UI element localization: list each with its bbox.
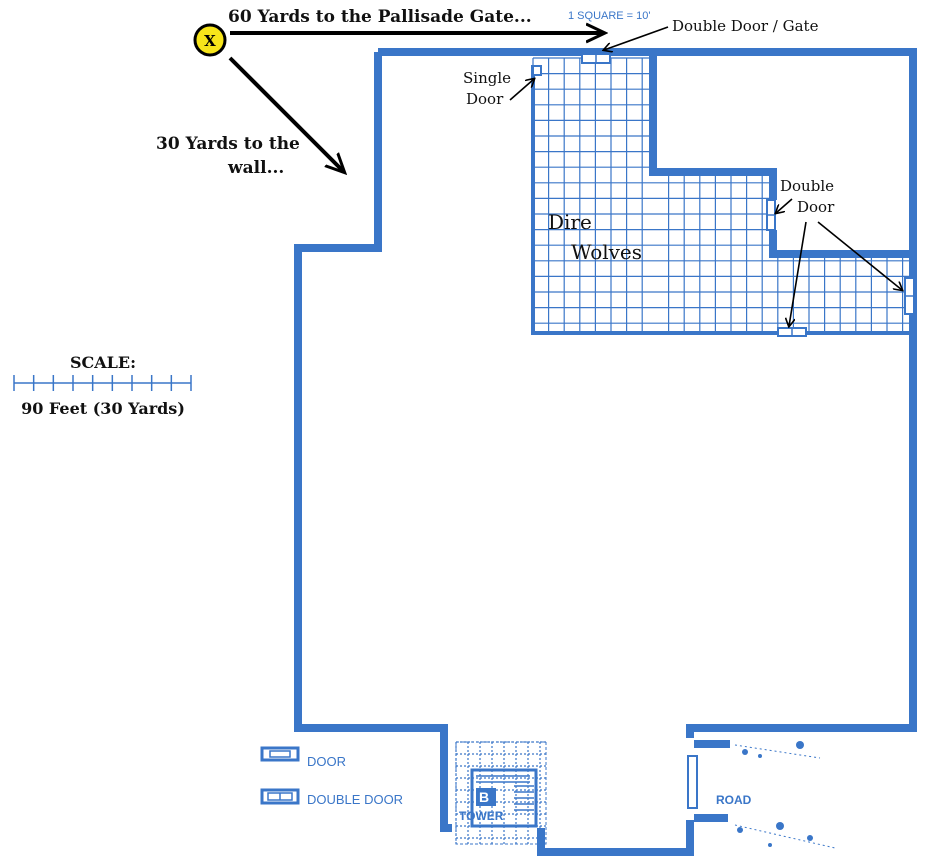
double-door-label-line1: Double bbox=[780, 177, 834, 195]
single-door-pointer bbox=[509, 79, 534, 101]
wall-distance-label-line2: wall... bbox=[227, 158, 284, 178]
room-wall-inner bbox=[649, 52, 777, 200]
room-wall-mid bbox=[769, 230, 913, 258]
outer-wall bbox=[294, 48, 917, 856]
dire-wolves-room-grid bbox=[532, 57, 909, 333]
legend-double-door-symbol bbox=[260, 788, 300, 805]
gate-distance-label: 60 Yards to the Pallisade Gate... bbox=[228, 7, 532, 27]
room-name-line1: Dire bbox=[548, 210, 592, 234]
position-marker-icon: X bbox=[193, 23, 227, 57]
tower-b bbox=[455, 741, 547, 845]
tower-label: TOWER bbox=[459, 809, 504, 823]
double-door-label-line2: Door bbox=[797, 198, 835, 216]
double-door-gate-pointer bbox=[604, 26, 669, 50]
wall-distance-arrow bbox=[228, 56, 344, 172]
double-door-pointer-outer bbox=[817, 221, 902, 290]
legend-double-door-label: DOUBLE DOOR bbox=[307, 792, 403, 807]
marker-letter: X bbox=[204, 32, 216, 50]
double-door-pointer-south bbox=[789, 221, 807, 326]
single-door-label-line1: Single bbox=[463, 69, 511, 87]
road-gate bbox=[687, 755, 698, 809]
road-label: ROAD bbox=[716, 793, 752, 807]
square-scale-note: 1 SQUARE = 10' bbox=[568, 10, 651, 22]
road-walls bbox=[694, 740, 730, 822]
wall-distance-label-line1: 30 Yards to the bbox=[156, 134, 300, 154]
single-door-label-line2: Door bbox=[466, 90, 504, 108]
legend-door-label: DOOR bbox=[307, 754, 346, 769]
scale-caption: 90 Feet (30 Yards) bbox=[21, 399, 185, 418]
road-shrubs bbox=[737, 741, 813, 847]
double-door-gate-label: Double Door / Gate bbox=[672, 17, 819, 35]
single-door bbox=[532, 65, 542, 76]
tower-letter: B bbox=[479, 789, 489, 805]
scale-title: SCALE: bbox=[70, 353, 136, 372]
double-door-pointer-east bbox=[776, 198, 793, 213]
legend-door-symbol bbox=[260, 746, 300, 762]
room-name-line2: Wolves bbox=[571, 240, 642, 264]
scale-bar bbox=[13, 375, 192, 391]
